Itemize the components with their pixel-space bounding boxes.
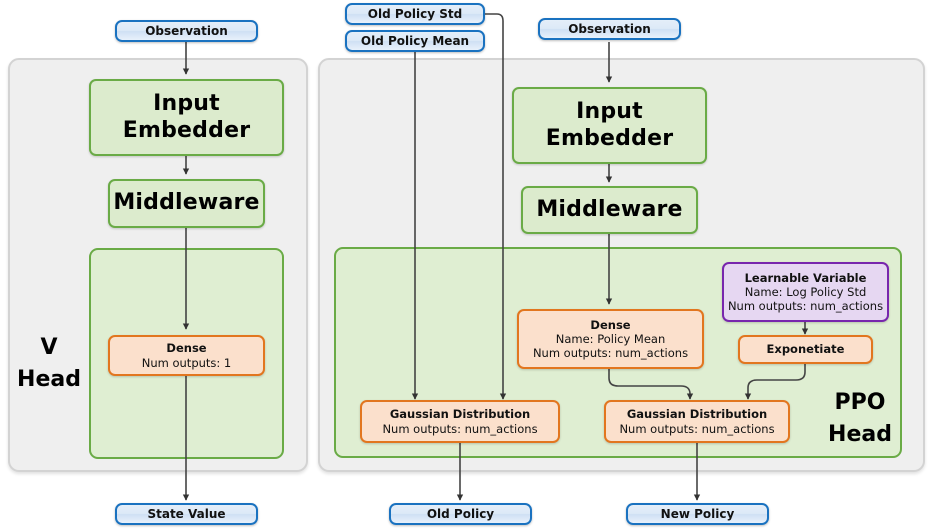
ppo-head-label: PPO Head <box>820 387 900 451</box>
v-head-label-line2: Head <box>17 366 81 392</box>
ppo-head-gaussian-new-num-outputs: Num outputs: num_actions <box>619 421 775 436</box>
ppo-head-gaussian-old-title: Gaussian Distribution <box>389 407 531 422</box>
ppo-head-label-line1: PPO <box>834 390 886 415</box>
input-old-policy-mean[interactable]: Old Policy Mean <box>345 30 485 52</box>
ppo-head-dense-title: Dense <box>590 317 631 332</box>
ppo-head-learnable-variable-num-outputs: Num outputs: num_actions <box>727 299 884 313</box>
v-head-middleware[interactable]: Middleware <box>108 179 265 228</box>
ppo-head-gaussian-distribution-old[interactable]: Gaussian Distribution Num outputs: num_a… <box>360 400 560 443</box>
output-old-policy[interactable]: Old Policy <box>389 503 532 525</box>
ppo-head-exponentiate[interactable]: Exponetiate <box>738 335 873 364</box>
input-old-policy-mean-label: Old Policy Mean <box>360 33 470 48</box>
v-head-dense-title: Dense <box>166 341 207 356</box>
ppo-head-dense-name: Name: Policy Mean <box>555 331 666 346</box>
input-observation-v[interactable]: Observation <box>115 20 258 42</box>
output-old-policy-label: Old Policy <box>426 506 495 521</box>
output-new-policy-label: New Policy <box>660 506 735 521</box>
v-head-label: V Head <box>8 332 90 396</box>
ppo-head-gaussian-old-num-outputs: Num outputs: num_actions <box>382 421 538 436</box>
input-old-policy-std[interactable]: Old Policy Std <box>345 3 485 25</box>
input-observation-ppo-label: Observation <box>568 21 651 36</box>
ppo-head-input-embedder-label: Input Embedder <box>545 98 674 151</box>
input-observation-ppo[interactable]: Observation <box>538 18 681 40</box>
ppo-head-learnable-variable[interactable]: Learnable Variable Name: Log Policy Std … <box>722 262 889 322</box>
ppo-head-exponentiate-label: Exponetiate <box>766 342 845 357</box>
v-head-middleware-label: Middleware <box>113 190 260 216</box>
v-head-dense[interactable]: Dense Num outputs: 1 <box>108 335 265 376</box>
output-new-policy[interactable]: New Policy <box>626 503 769 525</box>
v-head-input-embedder[interactable]: Input Embedder <box>89 79 284 156</box>
v-head-input-embedder-label: Input Embedder <box>122 90 251 143</box>
input-old-policy-std-label: Old Policy Std <box>367 6 463 21</box>
ppo-head-middleware-label: Middleware <box>536 196 683 222</box>
v-head-label-line1: V <box>40 335 58 360</box>
ppo-head-gaussian-new-title: Gaussian Distribution <box>626 407 768 422</box>
ppo-head-input-embedder[interactable]: Input Embedder <box>512 87 707 164</box>
ppo-head-learnable-variable-name: Name: Log Policy Std <box>744 284 867 299</box>
ppo-head-dense-num-outputs: Num outputs: num_actions <box>532 346 689 360</box>
ppo-head-middleware[interactable]: Middleware <box>521 186 698 234</box>
v-head-dense-num-outputs: Num outputs: 1 <box>141 355 232 370</box>
output-state-value-label: State Value <box>147 506 226 521</box>
ppo-head-dense-policy-mean[interactable]: Dense Name: Policy Mean Num outputs: num… <box>517 309 704 369</box>
ppo-head-label-line2: Head <box>828 421 892 447</box>
ppo-head-learnable-variable-title: Learnable Variable <box>744 270 867 285</box>
ppo-head-gaussian-distribution-new[interactable]: Gaussian Distribution Num outputs: num_a… <box>604 400 790 443</box>
input-observation-v-label: Observation <box>145 23 228 38</box>
output-state-value[interactable]: State Value <box>115 503 258 525</box>
